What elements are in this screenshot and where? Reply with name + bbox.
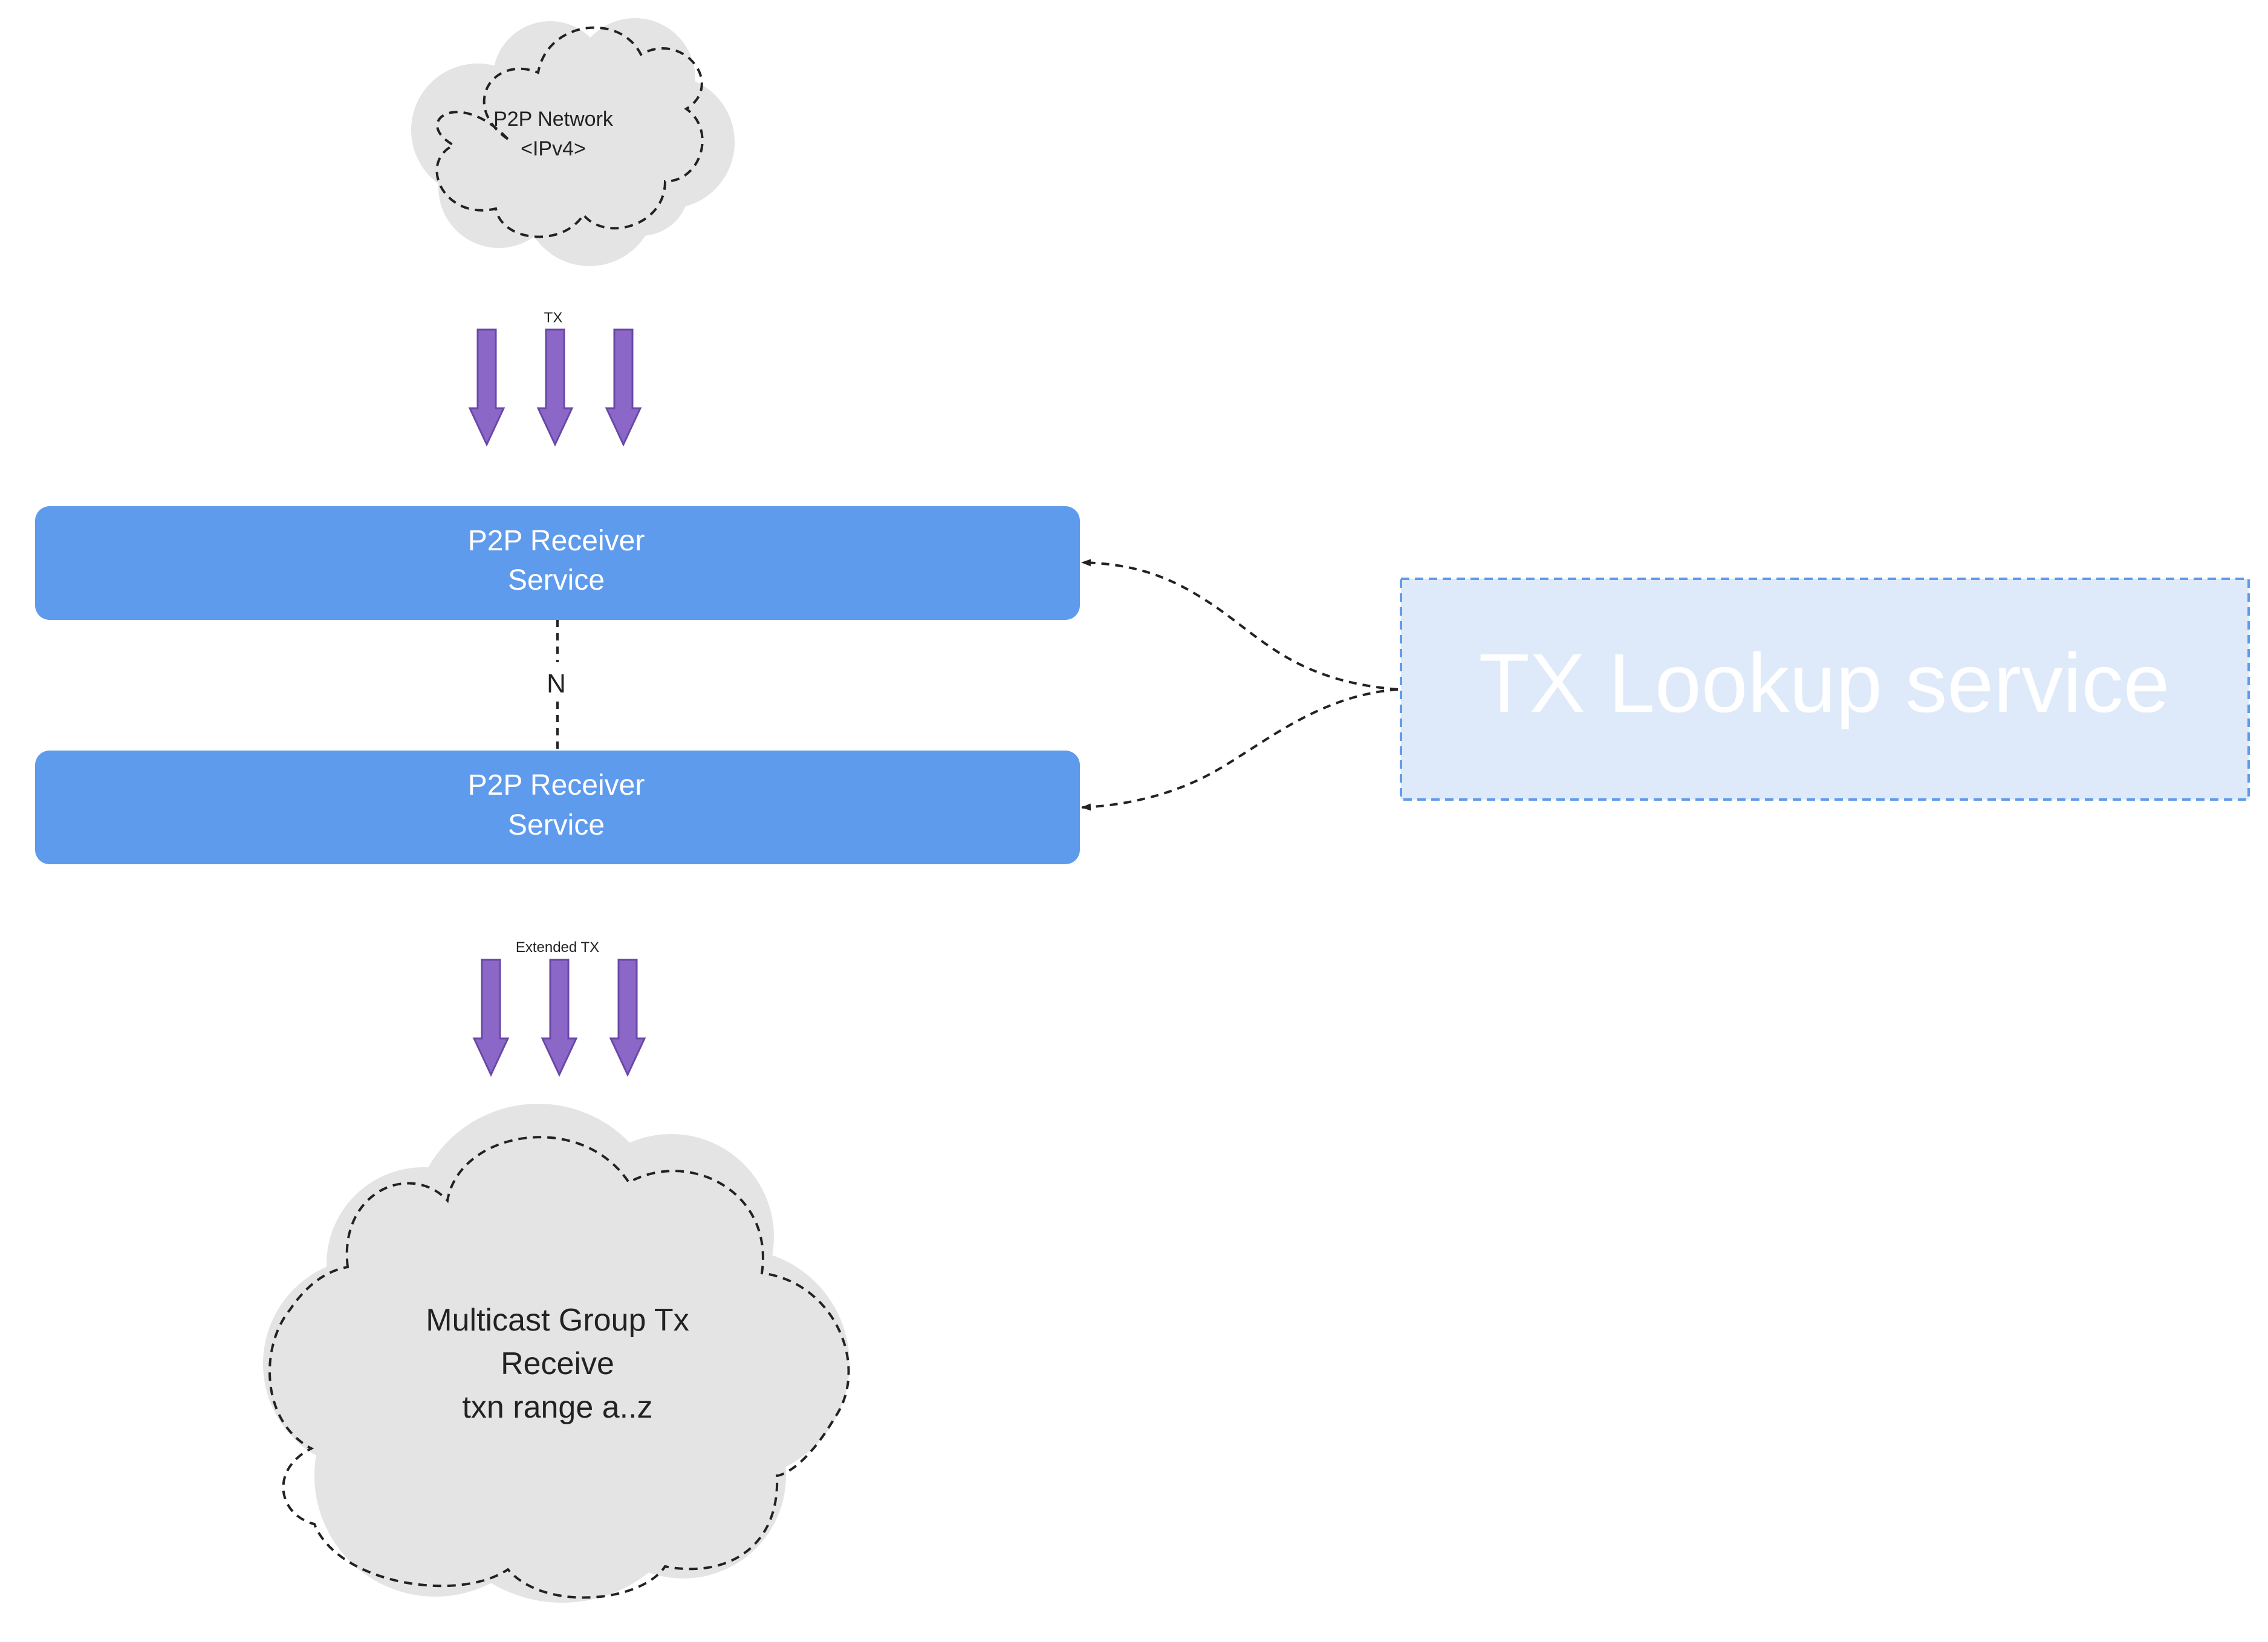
down-arrow-icon bbox=[605, 328, 642, 447]
n-connector: N bbox=[547, 620, 566, 750]
p2p-network-cloud: P2P Network <IPv4> bbox=[411, 18, 735, 266]
tx-arrows bbox=[468, 328, 642, 447]
lookup-connectors bbox=[1081, 559, 1399, 811]
multicast-label-line3: txn range a..z bbox=[462, 1390, 652, 1425]
tx-lookup-service: TX Lookup service bbox=[1400, 578, 2250, 801]
tx-lookup-label: TX Lookup service bbox=[1479, 637, 2170, 730]
cloud-shape bbox=[263, 1104, 850, 1603]
down-arrow-icon bbox=[468, 328, 505, 447]
down-arrow-icon bbox=[609, 959, 646, 1077]
lookup-to-receiver-1-connector bbox=[1081, 559, 1399, 691]
multicast-label-line1: Multicast Group Tx bbox=[426, 1303, 689, 1338]
extended-tx-arrows bbox=[472, 959, 646, 1077]
p2p-receiver-service-1: P2P Receiver Service bbox=[35, 506, 1080, 620]
p2p-network-label-line2: <IPv4> bbox=[521, 137, 586, 160]
multicast-group-cloud: Multicast Group Tx Receive txn range a..… bbox=[263, 1104, 850, 1603]
receiver-2-label-line2: Service bbox=[508, 809, 605, 841]
p2p-network-label-line1: P2P Network bbox=[493, 108, 614, 131]
receiver-1-label-line1: P2P Receiver bbox=[468, 525, 645, 557]
cloud-shape bbox=[411, 18, 735, 266]
n-label: N bbox=[547, 669, 566, 699]
down-arrow-icon bbox=[472, 959, 510, 1077]
receiver-1-label-line2: Service bbox=[508, 564, 605, 596]
tx-label: TX bbox=[544, 310, 563, 326]
p2p-receiver-service-2: P2P Receiver Service bbox=[35, 751, 1080, 864]
down-arrow-icon bbox=[541, 959, 578, 1077]
lookup-to-receiver-2-connector bbox=[1081, 688, 1399, 811]
down-arrow-icon bbox=[536, 328, 574, 447]
multicast-label-line2: Receive bbox=[501, 1346, 614, 1381]
receiver-2-label-line1: P2P Receiver bbox=[468, 769, 645, 801]
extended-tx-label: Extended TX bbox=[516, 939, 599, 956]
